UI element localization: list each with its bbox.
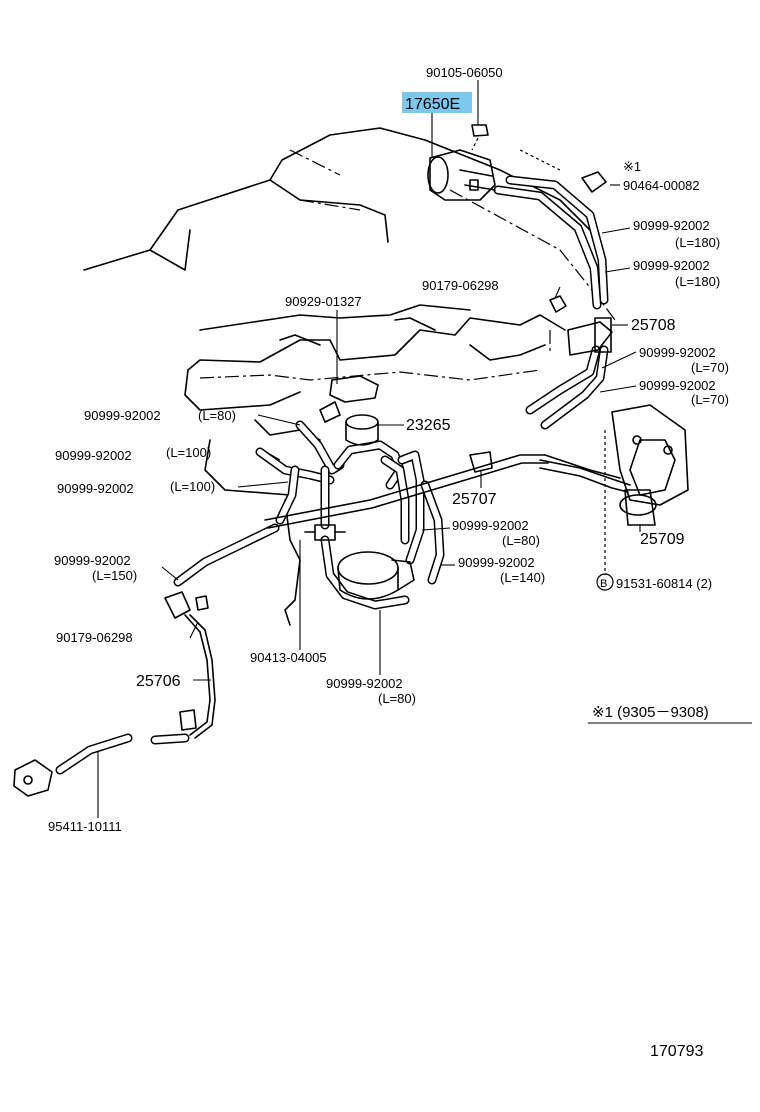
- label-hose-90999-j-length: (L=140): [500, 570, 545, 585]
- label-hose-90999-c-length: (L=70): [691, 360, 729, 375]
- diagram-number: 170793: [650, 1043, 703, 1060]
- label-hose-90999-f[interactable]: 90999-92002: [55, 448, 132, 463]
- bolt-90105-part: [471, 124, 489, 151]
- label-hose-90999-e-length: (L=80): [198, 408, 236, 423]
- label-hose-90999-k-length: (L=80): [378, 691, 416, 706]
- bracket-25708-part: [567, 317, 613, 356]
- label-valve-23265[interactable]: 23265: [406, 417, 451, 434]
- label-pipe-25707[interactable]: 25707: [452, 491, 497, 508]
- note-text: ※1 (9305－9308): [592, 704, 709, 721]
- label-note-mark-1: ※1: [623, 159, 641, 174]
- label-hose-90999-d[interactable]: 90999-92002: [639, 378, 716, 393]
- label-hose-90999-h[interactable]: 90999-92002: [452, 518, 529, 533]
- label-plug-90179-top[interactable]: 90179-06298: [422, 278, 499, 293]
- highlight-17650e: [402, 92, 472, 113]
- valve-23265-part: [345, 414, 379, 446]
- label-hose-90999-k[interactable]: 90999-92002: [326, 676, 403, 691]
- engine-outline: [83, 127, 616, 626]
- plug-90179-top-part: [549, 295, 567, 313]
- label-hose-90999-g-length: (L=100): [170, 479, 215, 494]
- label-hose-90999-h-length: (L=80): [502, 533, 540, 548]
- label-pipe-25706[interactable]: 25706: [136, 673, 181, 690]
- label-hose-95411[interactable]: 95411-10111: [48, 819, 122, 834]
- label-hose-90999-i-length: (L=150): [92, 568, 137, 583]
- label-clip-90464[interactable]: 90464-00082: [623, 178, 700, 193]
- label-hose-90999-a-length: (L=180): [675, 235, 720, 250]
- leader-lines: [97, 80, 752, 818]
- pipe-25706-bracket-part: [179, 709, 197, 731]
- fitting-95411-part: [13, 759, 53, 797]
- label-clamp-90929[interactable]: 90929-01327: [285, 294, 362, 309]
- label-union-90413[interactable]: 90413-04005: [250, 650, 327, 665]
- vsv-17650e-part: [427, 149, 496, 201]
- label-hose-90999-e[interactable]: 90999-92002: [84, 408, 161, 423]
- label-hose-90999-b[interactable]: 90999-92002: [633, 258, 710, 273]
- label-bolt-91531[interactable]: 91531-60814 (2): [616, 576, 712, 591]
- plug-90179-left-part: [164, 591, 209, 619]
- label-bracket-25708[interactable]: 25708: [631, 317, 676, 334]
- vacuum-hoses: [55, 175, 609, 775]
- label-bolt-90105[interactable]: 90105-06050: [426, 65, 503, 80]
- label-hose-90999-i[interactable]: 90999-92002: [54, 553, 131, 568]
- part-labels: 90105-06050 17650E ※1 90464-00082 90999-…: [48, 65, 729, 1060]
- canister-part: [337, 551, 415, 600]
- label-hose-90999-j[interactable]: 90999-92002: [458, 555, 535, 570]
- label-bolt-91531-marker: B: [600, 578, 607, 590]
- clamp-90929-part: [319, 375, 379, 423]
- label-vsv-17650e[interactable]: 17650E: [405, 96, 460, 113]
- label-hose-90999-b-length: (L=180): [675, 274, 720, 289]
- clip-90464-part: [581, 171, 607, 193]
- bolt-91531-marker-circle: [596, 573, 614, 591]
- metal-pipes: [184, 454, 631, 739]
- bracket-25707-part: [469, 451, 493, 473]
- label-hose-90999-d-length: (L=70): [691, 392, 729, 407]
- label-hose-90999-f-length: (L=100): [166, 445, 211, 460]
- label-hose-90999-g[interactable]: 90999-92002: [57, 481, 134, 496]
- label-valve-25709[interactable]: 25709: [640, 531, 685, 548]
- label-hose-90999-c[interactable]: 90999-92002: [639, 345, 716, 360]
- label-plug-90179-left[interactable]: 90179-06298: [56, 630, 133, 645]
- valve-25709-part: [604, 404, 689, 575]
- label-hose-90999-a[interactable]: 90999-92002: [633, 218, 710, 233]
- union-90413-part: [304, 524, 346, 541]
